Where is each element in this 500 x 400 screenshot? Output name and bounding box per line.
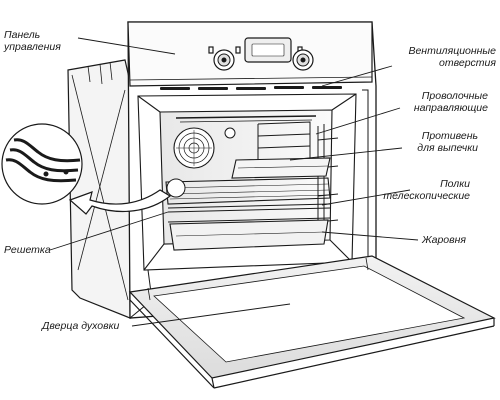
knob-right (292, 49, 314, 71)
leader-wire-guides (315, 107, 401, 135)
telescopic-shelves (167, 203, 331, 223)
leader-vents (321, 65, 393, 87)
vent-slots (160, 86, 342, 90)
label-oven-door: Дверца духовки (42, 320, 120, 332)
leader-control-panel (77, 37, 176, 55)
leader-oven-door (131, 303, 291, 327)
grill-tray (169, 219, 329, 251)
leader-baking-tray (289, 147, 403, 161)
leader-lines (49, 37, 419, 327)
leader-telescopic-shelves (321, 189, 411, 206)
label-vents: Вентиляционные отверстия (408, 45, 496, 69)
oven-door (128, 255, 496, 389)
label-control-panel: Панель управления (4, 29, 61, 53)
convection-fan (173, 127, 236, 169)
label-grill-tray: Жаровня (422, 234, 467, 246)
zoom-arrow (68, 189, 172, 215)
leader-rack (49, 211, 169, 251)
rack-zoom-inset (1, 123, 83, 205)
label-rack: Решетка (4, 244, 51, 256)
oven-housing (67, 59, 131, 319)
control-panel (127, 21, 373, 87)
leader-grill-tray (321, 231, 419, 241)
label-wire-guides: Проволочные направляющие (413, 90, 488, 114)
baking-tray (231, 157, 331, 179)
knob-left (213, 49, 235, 71)
label-telescopic-shelves: Полки телескопические (383, 178, 470, 202)
label-baking-tray: Противень для выпечки (417, 130, 478, 154)
